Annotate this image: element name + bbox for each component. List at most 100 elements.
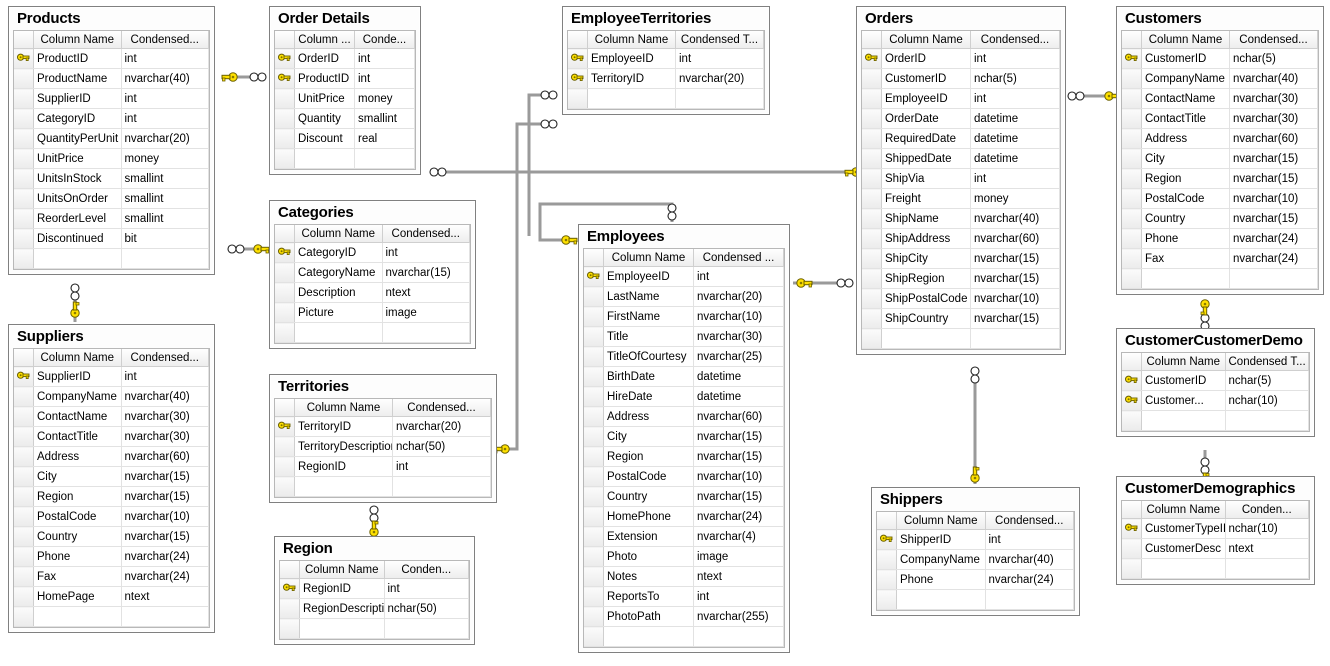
cell-column-type[interactable]: datetime [693, 386, 784, 407]
column-header-type[interactable]: Condensed ... [693, 249, 784, 267]
cell-column-type[interactable]: real [354, 128, 415, 149]
cell-column-type[interactable]: nvarchar(60) [970, 228, 1060, 249]
table-row-empty[interactable] [1122, 558, 1309, 579]
cell-column-name[interactable]: LastName [603, 286, 694, 307]
cell-column-type[interactable]: nvarchar(15) [1229, 208, 1318, 229]
column-header-name[interactable]: Column Name [299, 561, 385, 579]
cell-column-type[interactable]: nvarchar(24) [121, 546, 209, 567]
cell-column-type-empty[interactable] [392, 476, 491, 497]
cell-column-type[interactable]: int [121, 108, 209, 129]
column-header-name[interactable]: Column Name [881, 31, 971, 49]
cell-column-name[interactable]: ReportsTo [603, 586, 694, 607]
column-header-name[interactable]: Column Name [1141, 353, 1226, 371]
cell-column-name[interactable]: QuantityPerUnit [33, 128, 122, 149]
column-header-type[interactable]: Condensed... [985, 512, 1074, 530]
cell-column-type[interactable]: nvarchar(30) [1229, 88, 1318, 109]
cell-column-type-empty[interactable] [121, 606, 209, 627]
cell-column-type[interactable]: int [384, 578, 469, 599]
cell-column-name[interactable]: Fax [33, 566, 122, 587]
cell-column-name[interactable]: OrderID [881, 48, 971, 69]
cell-column-type[interactable]: nvarchar(15) [693, 446, 784, 467]
cell-column-type[interactable]: nvarchar(60) [1229, 128, 1318, 149]
cell-column-type[interactable]: ntext [693, 566, 784, 587]
cell-column-type-empty[interactable] [693, 626, 784, 647]
cell-column-type[interactable]: nvarchar(15) [121, 526, 209, 547]
cell-column-name[interactable]: FirstName [603, 306, 694, 327]
column-header-type[interactable]: Condensed... [392, 399, 491, 417]
cell-column-type[interactable]: nchar(5) [1225, 370, 1309, 391]
cell-column-type[interactable]: int [985, 529, 1074, 550]
table-row-empty[interactable] [275, 148, 415, 169]
cell-column-type[interactable]: smallint [354, 108, 415, 129]
cell-column-type[interactable]: ntext [121, 586, 209, 607]
cell-column-name[interactable]: TerritoryID [294, 416, 393, 437]
cell-column-name[interactable]: Address [1141, 128, 1230, 149]
cell-column-type[interactable]: nvarchar(60) [693, 406, 784, 427]
cell-column-type-empty[interactable] [1225, 410, 1309, 431]
table-row-empty[interactable] [14, 248, 209, 269]
cell-column-type[interactable]: int [693, 586, 784, 607]
cell-column-type[interactable]: nvarchar(24) [121, 566, 209, 587]
cell-column-name[interactable]: EmployeeID [587, 48, 676, 69]
table-row-empty[interactable] [14, 606, 209, 627]
column-header-name[interactable]: Column Name [587, 31, 676, 49]
cell-column-type[interactable]: nvarchar(30) [121, 426, 209, 447]
column-header-type[interactable]: Condensed... [121, 349, 209, 367]
column-header-name[interactable]: Column Name [1141, 501, 1226, 519]
cell-column-type[interactable]: nvarchar(15) [121, 486, 209, 507]
cell-column-type[interactable]: int [970, 48, 1060, 69]
cell-column-type[interactable]: nvarchar(24) [1229, 228, 1318, 249]
cell-column-name[interactable]: ProductName [33, 68, 122, 89]
column-header-type[interactable]: Condensed... [382, 225, 470, 243]
column-header-type[interactable]: Condensed... [970, 31, 1060, 49]
cell-column-type-empty[interactable] [970, 328, 1060, 349]
cell-column-name-empty[interactable] [299, 618, 385, 639]
table-row-empty[interactable] [1122, 268, 1318, 289]
cell-column-name[interactable]: SupplierID [33, 88, 122, 109]
cell-column-type[interactable]: nvarchar(15) [1229, 148, 1318, 169]
cell-column-type[interactable]: int [354, 48, 415, 69]
cell-column-name[interactable]: Description [294, 282, 383, 303]
cell-column-type[interactable]: datetime [693, 366, 784, 387]
cell-column-type[interactable]: nvarchar(10) [693, 466, 784, 487]
cell-column-type[interactable]: nvarchar(255) [693, 606, 784, 627]
cell-column-name[interactable]: Fax [1141, 248, 1230, 269]
cell-column-type[interactable]: nvarchar(30) [1229, 108, 1318, 129]
cell-column-type[interactable]: ntext [382, 282, 470, 303]
cell-column-name[interactable]: TerritoryDescription [294, 436, 393, 457]
cell-column-name[interactable]: Notes [603, 566, 694, 587]
cell-column-name[interactable]: Region [603, 446, 694, 467]
